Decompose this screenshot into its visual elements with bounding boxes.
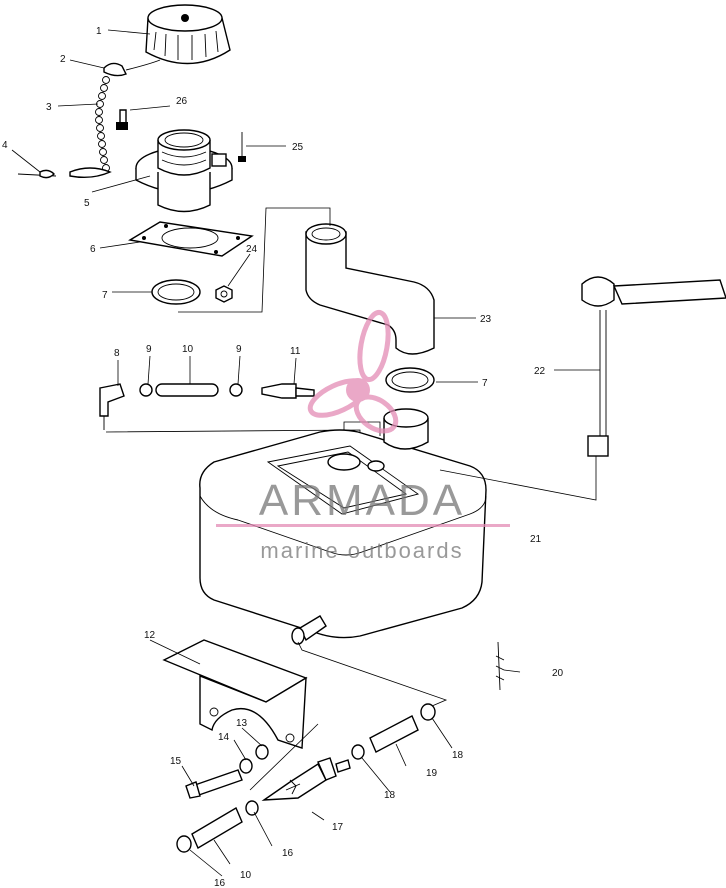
callout-2: 2: [60, 54, 66, 65]
callout-19: 19: [426, 768, 438, 779]
fuel-line-fittings-top: [99, 383, 315, 430]
retaining-ring-left: [151, 279, 201, 305]
callout-16-right: 16: [282, 848, 294, 859]
lower-fittings: [176, 641, 448, 853]
callout-18-right: 18: [452, 750, 464, 761]
clip-pin: [17, 169, 57, 179]
callout-13: 13: [236, 718, 248, 729]
screw-25: [238, 132, 246, 162]
callout-14: 14: [218, 732, 230, 743]
cap-retainer-chain: [69, 59, 161, 179]
callout-23: 23: [480, 314, 492, 325]
callout-11: 11: [290, 346, 301, 357]
callout-24: 24: [246, 244, 258, 255]
armada-watermark: ARMADA marine outboards: [216, 309, 510, 563]
callout-10-bottom: 10: [240, 870, 252, 881]
callout-12: 12: [144, 630, 156, 641]
nut-24: [215, 285, 233, 303]
callout-7-right: 7: [482, 378, 488, 389]
leader-lines: [11, 29, 600, 877]
callout-8: 8: [114, 348, 120, 359]
callout-20: 20: [552, 668, 564, 679]
retaining-ring-right: [385, 367, 435, 393]
filler-cap: [145, 4, 231, 65]
watermark-subtitle: marine outboards: [260, 538, 463, 563]
callout-22: 22: [534, 366, 546, 377]
callout-18-left: 18: [384, 790, 396, 801]
mounting-bracket: [162, 639, 308, 749]
vent-pin: [495, 641, 505, 691]
callout-15: 15: [170, 756, 182, 767]
fuel-gauge: [439, 276, 726, 501]
callout-3: 3: [46, 102, 52, 113]
propeller-logo-icon: [307, 309, 399, 434]
callout-25: 25: [292, 142, 304, 153]
callout-5: 5: [84, 198, 90, 209]
watermark-divider: [216, 524, 510, 527]
callout-7-left: 7: [102, 290, 108, 301]
filler-neck: [135, 129, 233, 213]
callout-6: 6: [90, 244, 96, 255]
callout-1: 1: [96, 26, 102, 37]
callout-4: 4: [2, 140, 8, 151]
fuel-tank: [199, 408, 487, 645]
elbow-hose: [305, 223, 435, 355]
callout-16-left: 16: [214, 878, 226, 888]
callout-labels: 1 2 3 4 5 6 7 7 8 9 9 10 10 11 12 13 14 …: [2, 26, 564, 888]
gasket: [128, 221, 254, 257]
callout-9-left: 9: [146, 344, 152, 355]
callout-9-right: 9: [236, 344, 242, 355]
callout-21: 21: [530, 534, 542, 545]
callout-17: 17: [332, 822, 344, 833]
callout-26: 26: [176, 96, 188, 107]
callout-10-top: 10: [182, 344, 194, 355]
watermark-title: ARMADA: [259, 476, 465, 525]
